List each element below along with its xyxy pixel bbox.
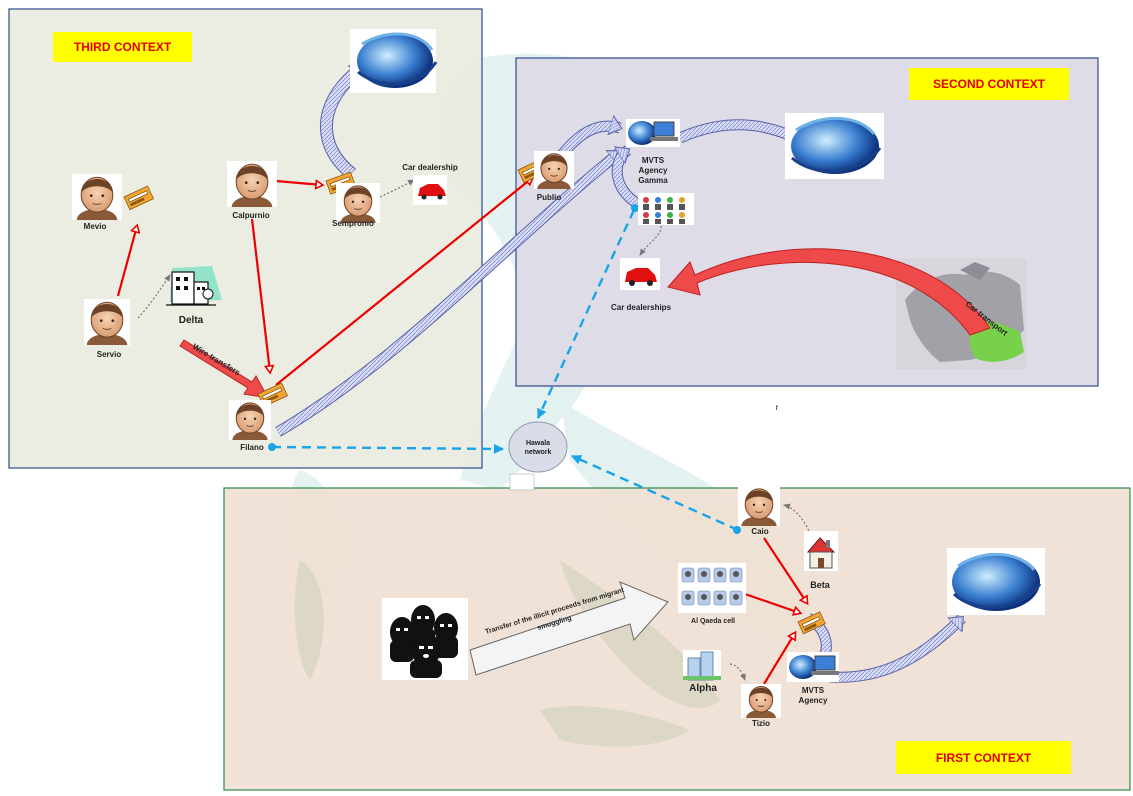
dotted-flows <box>137 179 813 681</box>
mvts-agency-line2: Agency <box>798 696 828 705</box>
car-icon <box>620 258 660 290</box>
mvts-gamma-label: MVTS Agency Gamma <box>628 156 678 186</box>
car-dealerships-label: Car dealerships <box>610 303 672 312</box>
first-context-label: FIRST CONTEXT <box>896 741 1071 774</box>
delta-label: Delta <box>178 315 204 326</box>
person-icon <box>227 161 277 207</box>
globe-icon <box>947 548 1045 615</box>
hawala-flow-dots <box>268 204 741 534</box>
hawala-label-line2: network <box>525 449 552 456</box>
person-icon <box>534 151 574 189</box>
computer-icon <box>787 652 839 682</box>
hawala-network-node: Hawala network <box>508 421 568 491</box>
mvts-agency-line1: MVTS <box>801 686 825 695</box>
alpha-label: Alpha <box>689 683 717 694</box>
hawala-flows <box>271 209 739 532</box>
globe-icon <box>785 113 884 179</box>
calpurnio-label: Calpurnio <box>232 211 270 220</box>
mvts-gamma-line2: Agency <box>638 166 668 175</box>
building-icon <box>166 266 222 306</box>
mevio-label: Mevio <box>83 222 107 231</box>
caio-label: Caio <box>751 527 769 536</box>
computer-icon <box>626 119 680 147</box>
stray-mark: r <box>775 403 779 412</box>
car-icon <box>413 175 447 205</box>
tizio-label: Tizio <box>751 719 771 728</box>
first-context-box <box>223 487 1131 791</box>
sempronio-label: Sempronio <box>332 219 374 228</box>
person-icon <box>229 400 271 440</box>
group-icon <box>678 563 746 613</box>
hatched-flows <box>275 68 962 683</box>
publio-label: Publio <box>536 193 562 202</box>
person-icon <box>336 183 380 223</box>
second-context-label: SECOND CONTEXT <box>909 68 1069 100</box>
person-icon <box>84 299 130 345</box>
person-icon <box>741 684 781 718</box>
filano-label: Filano <box>240 443 264 452</box>
person-icon <box>738 486 780 526</box>
hawala-label-line1: Hawala <box>526 440 550 447</box>
person-icon <box>72 174 122 220</box>
masked-men-icon <box>382 598 468 680</box>
mvts-gamma-line3: Gamma <box>638 176 668 185</box>
car-dealership-label: Car dealership <box>402 163 458 172</box>
mvts-agency-label: MVTS Agency <box>788 686 838 706</box>
building-icon <box>683 650 721 681</box>
servio-label: Servio <box>96 350 122 359</box>
al-qaeda-label: Al Qaeda cell <box>691 618 735 625</box>
globe-icon <box>350 29 438 93</box>
group-icon <box>638 193 694 225</box>
red-flows <box>116 178 807 685</box>
house-icon <box>804 531 838 571</box>
beta-label: Beta <box>810 580 830 590</box>
third-context-label: THIRD CONTEXT <box>53 32 192 62</box>
mvts-gamma-line1: MVTS <box>641 156 665 165</box>
